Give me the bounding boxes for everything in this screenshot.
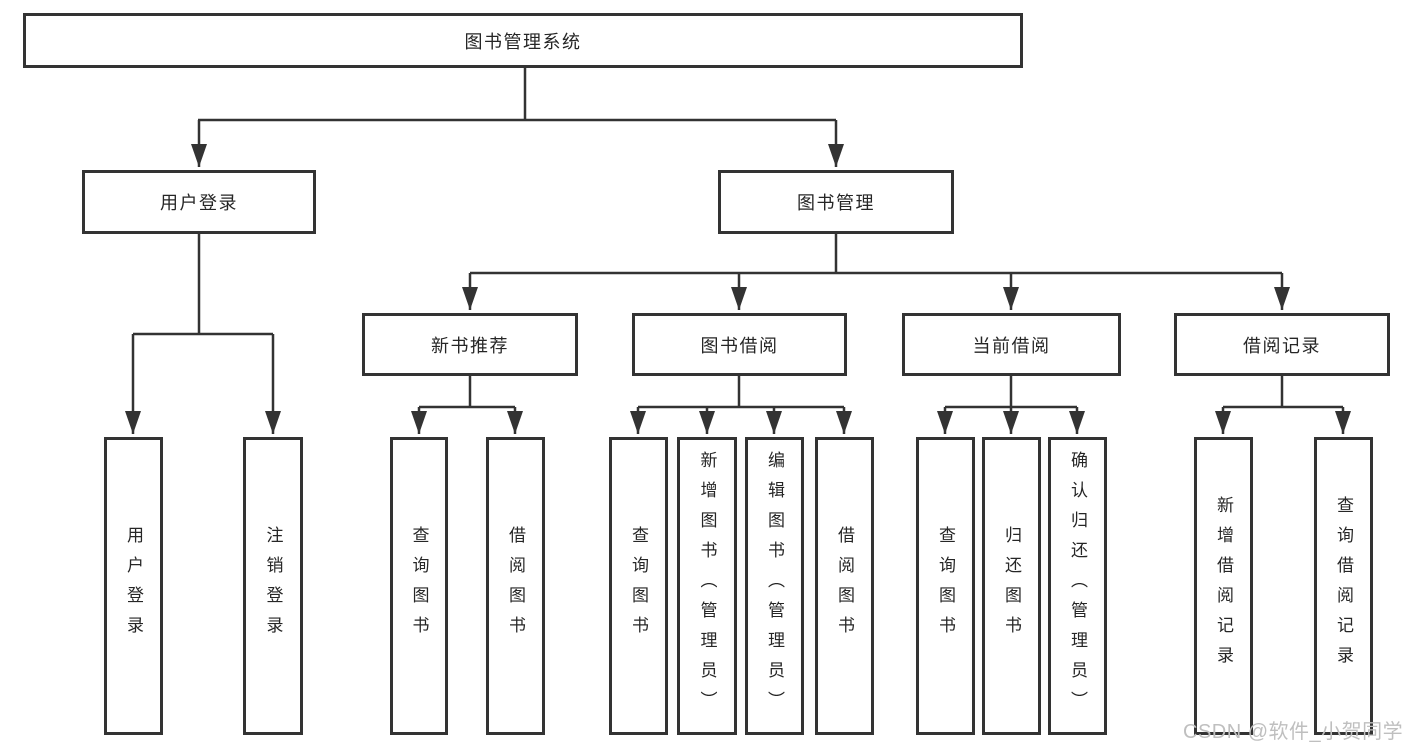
leaf-current-query-books: 查询图书 <box>916 437 975 735</box>
leaf-current-confirm-return-admin: 确认归还（管理员） <box>1048 437 1107 735</box>
node-label: 借阅记录 <box>1243 335 1321 356</box>
node-root: 图书管理系统 <box>23 13 1023 68</box>
leaf-borrow-edit-books-admin: 编辑图书（管理员） <box>745 437 804 735</box>
node-book-borrow: 图书借阅 <box>632 313 847 376</box>
leaf-records-add-record: 新增借阅记录 <box>1194 437 1253 735</box>
connector-borrow-records <box>1215 376 1351 434</box>
leaf-logout: 注销登录 <box>243 437 303 735</box>
node-label: 查询图书 <box>629 526 648 646</box>
connector-book-management <box>462 234 1290 310</box>
connector-user-login <box>125 234 281 434</box>
node-label: 查询图书 <box>936 526 955 646</box>
leaf-records-query-record: 查询借阅记录 <box>1314 437 1373 735</box>
leaf-borrow-borrow-books: 借阅图书 <box>815 437 874 735</box>
node-label: 新增借阅记录 <box>1214 496 1233 676</box>
leaf-current-return-books: 归还图书 <box>982 437 1041 735</box>
node-current-borrow: 当前借阅 <box>902 313 1121 376</box>
leaf-recommend-borrow-books: 借阅图书 <box>486 437 545 735</box>
leaf-user-login: 用户登录 <box>104 437 163 735</box>
node-label: 新书推荐 <box>431 335 509 356</box>
leaf-borrow-add-books-admin: 新增图书（管理员） <box>677 437 737 735</box>
node-label: 用户登录 <box>160 193 238 213</box>
node-label: 查询借阅记录 <box>1334 496 1353 676</box>
connector-book-borrow <box>630 376 852 434</box>
node-label: 编辑图书（管理员） <box>765 451 784 721</box>
connector-current-borrow <box>937 376 1085 434</box>
node-label: 图书借阅 <box>700 335 779 356</box>
node-label: 当前借阅 <box>972 335 1051 356</box>
node-book-management: 图书管理 <box>718 170 954 234</box>
leaf-recommend-query-books: 查询图书 <box>390 437 448 735</box>
node-label: 新增图书（管理员） <box>697 451 717 721</box>
node-label: 图书管理 <box>797 193 875 213</box>
node-label: 借阅图书 <box>506 526 525 646</box>
node-user-login: 用户登录 <box>82 170 316 234</box>
connector-new-book-recommend <box>411 376 523 434</box>
node-label: 确认归还（管理员） <box>1068 451 1087 721</box>
leaf-borrow-query-books: 查询图书 <box>609 437 668 735</box>
node-label: 注销登录 <box>263 526 283 646</box>
connector-root <box>191 68 844 167</box>
node-label: 图书管理系统 <box>464 31 582 52</box>
node-label: 查询图书 <box>409 526 429 646</box>
node-borrow-records: 借阅记录 <box>1174 313 1390 376</box>
node-new-book-recommend: 新书推荐 <box>362 313 578 376</box>
node-label: 用户登录 <box>124 526 143 646</box>
csdn-watermark: CSDN @软件_小贺同学 <box>1183 721 1404 743</box>
node-label: 借阅图书 <box>835 526 854 646</box>
node-label: 归还图书 <box>1002 526 1021 646</box>
